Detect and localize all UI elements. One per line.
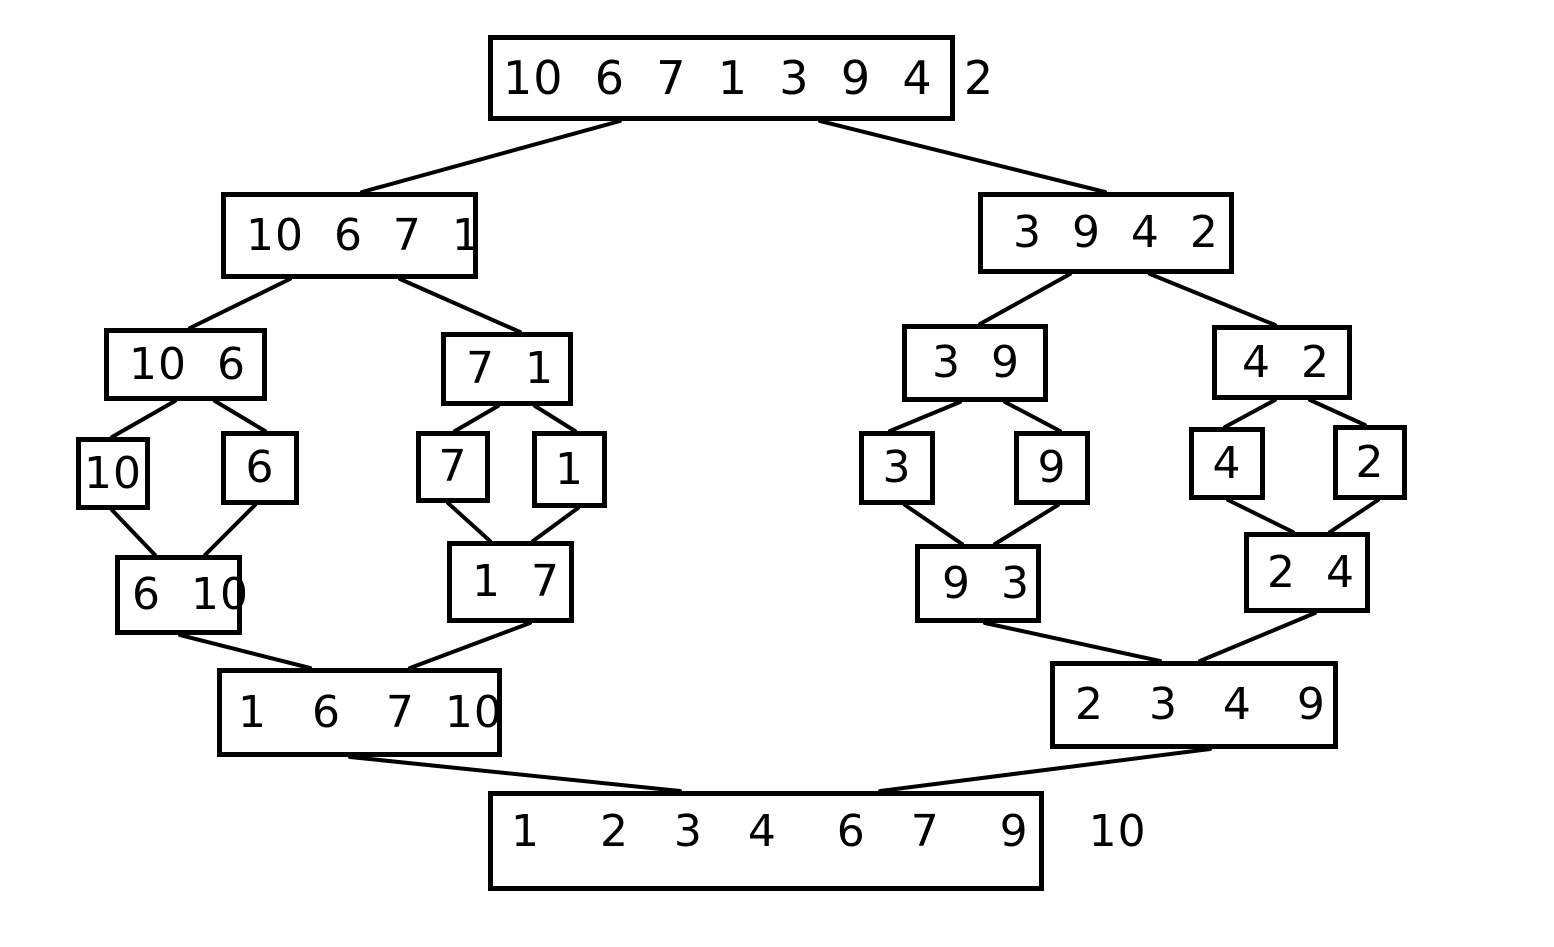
node-split-lr: 7 1	[441, 332, 573, 406]
edge-right-rl	[978, 272, 1072, 326]
edge-9-mrl	[993, 503, 1060, 546]
edge-rl-9	[1003, 400, 1062, 433]
node-merge-lr: 1 7	[447, 541, 574, 623]
edge-left-lr	[398, 277, 522, 334]
edge-rr-2	[1308, 398, 1367, 427]
edge-mll-left	[178, 633, 312, 670]
edge-rr-4	[1223, 398, 1277, 429]
edge-2-mrr	[1328, 498, 1380, 534]
node-leaf-9: 9	[1014, 431, 1090, 505]
edge-mrr-right	[1198, 611, 1317, 663]
edge-lr-7	[453, 404, 500, 433]
node-split-left: 10 6 7 1	[221, 192, 480, 279]
edge-7-mlr	[446, 501, 492, 543]
edge-6-mll	[203, 503, 257, 557]
node-merge-left: 1 6 7 10	[217, 668, 502, 757]
edge-mrl-right	[983, 621, 1162, 663]
edge-rl-3	[888, 400, 962, 433]
edge-1-mlr	[531, 506, 580, 543]
node-leaf-7: 7	[416, 431, 490, 503]
node-merge-right: 2 3 4 9	[1050, 661, 1338, 749]
node-split-rl: 3 9	[902, 324, 1048, 402]
node-result: 1 2 3 4 6 7 9 10	[488, 791, 1146, 891]
node-merge-rl: 9 3	[915, 544, 1041, 623]
node-leaf-4: 4	[1189, 427, 1265, 500]
node-split-ll: 10 6	[104, 328, 267, 401]
edge-left-ll	[188, 277, 292, 330]
edge-3-mrl	[903, 503, 964, 546]
edge-4-mrr	[1226, 498, 1295, 534]
edge-right-rr	[1148, 272, 1277, 327]
node-split-right: 3 9 4 2	[978, 192, 1234, 274]
node-merge-rr: 2 4	[1244, 532, 1370, 613]
edge-root-left	[360, 119, 622, 194]
edge-ll-10	[110, 399, 177, 439]
node-leaf-10: 10	[76, 437, 150, 510]
edge-right-result	[878, 747, 1212, 793]
node-leaf-3: 3	[859, 431, 935, 505]
edge-left-result	[348, 755, 682, 793]
edge-mlr-left	[408, 621, 532, 670]
node-leaf-2: 2	[1333, 425, 1407, 500]
edge-lr-1	[533, 404, 577, 433]
node-leaf-6: 6	[221, 431, 299, 505]
edge-root-right	[818, 119, 1107, 194]
edge-ll-6	[213, 399, 267, 433]
node-merge-ll: 6 10	[115, 555, 248, 635]
edge-10-mll	[110, 508, 157, 557]
node-root: 10 6 7 1 3 9 4 2	[488, 35, 993, 121]
node-split-rr: 4 2	[1212, 325, 1352, 400]
node-leaf-1: 1	[532, 431, 607, 508]
